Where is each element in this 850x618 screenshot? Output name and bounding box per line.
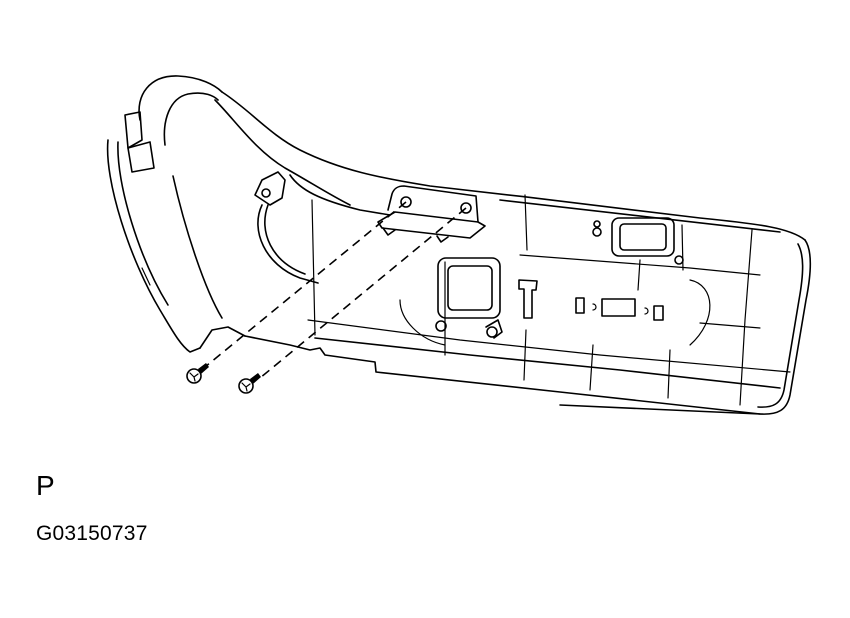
panel-left-end [106, 75, 246, 353]
mounting-bracket[interactable] [377, 185, 486, 243]
panel-right-end [559, 239, 812, 415]
switch-cutouts [518, 279, 664, 321]
square-opening-right [592, 217, 684, 265]
view-label: P [36, 470, 55, 501]
screw-2[interactable] [238, 373, 261, 394]
exploded-view-diagram [106, 75, 812, 415]
alignment-lines [204, 201, 467, 379]
panel-bottom-edge [244, 319, 791, 415]
screw-1[interactable] [186, 363, 209, 384]
panel-top-edge [214, 91, 806, 241]
square-opening-left [435, 257, 503, 339]
figure-id: G03150737 [36, 522, 148, 545]
panel-ribs [311, 194, 761, 406]
panel-clip [254, 171, 319, 284]
